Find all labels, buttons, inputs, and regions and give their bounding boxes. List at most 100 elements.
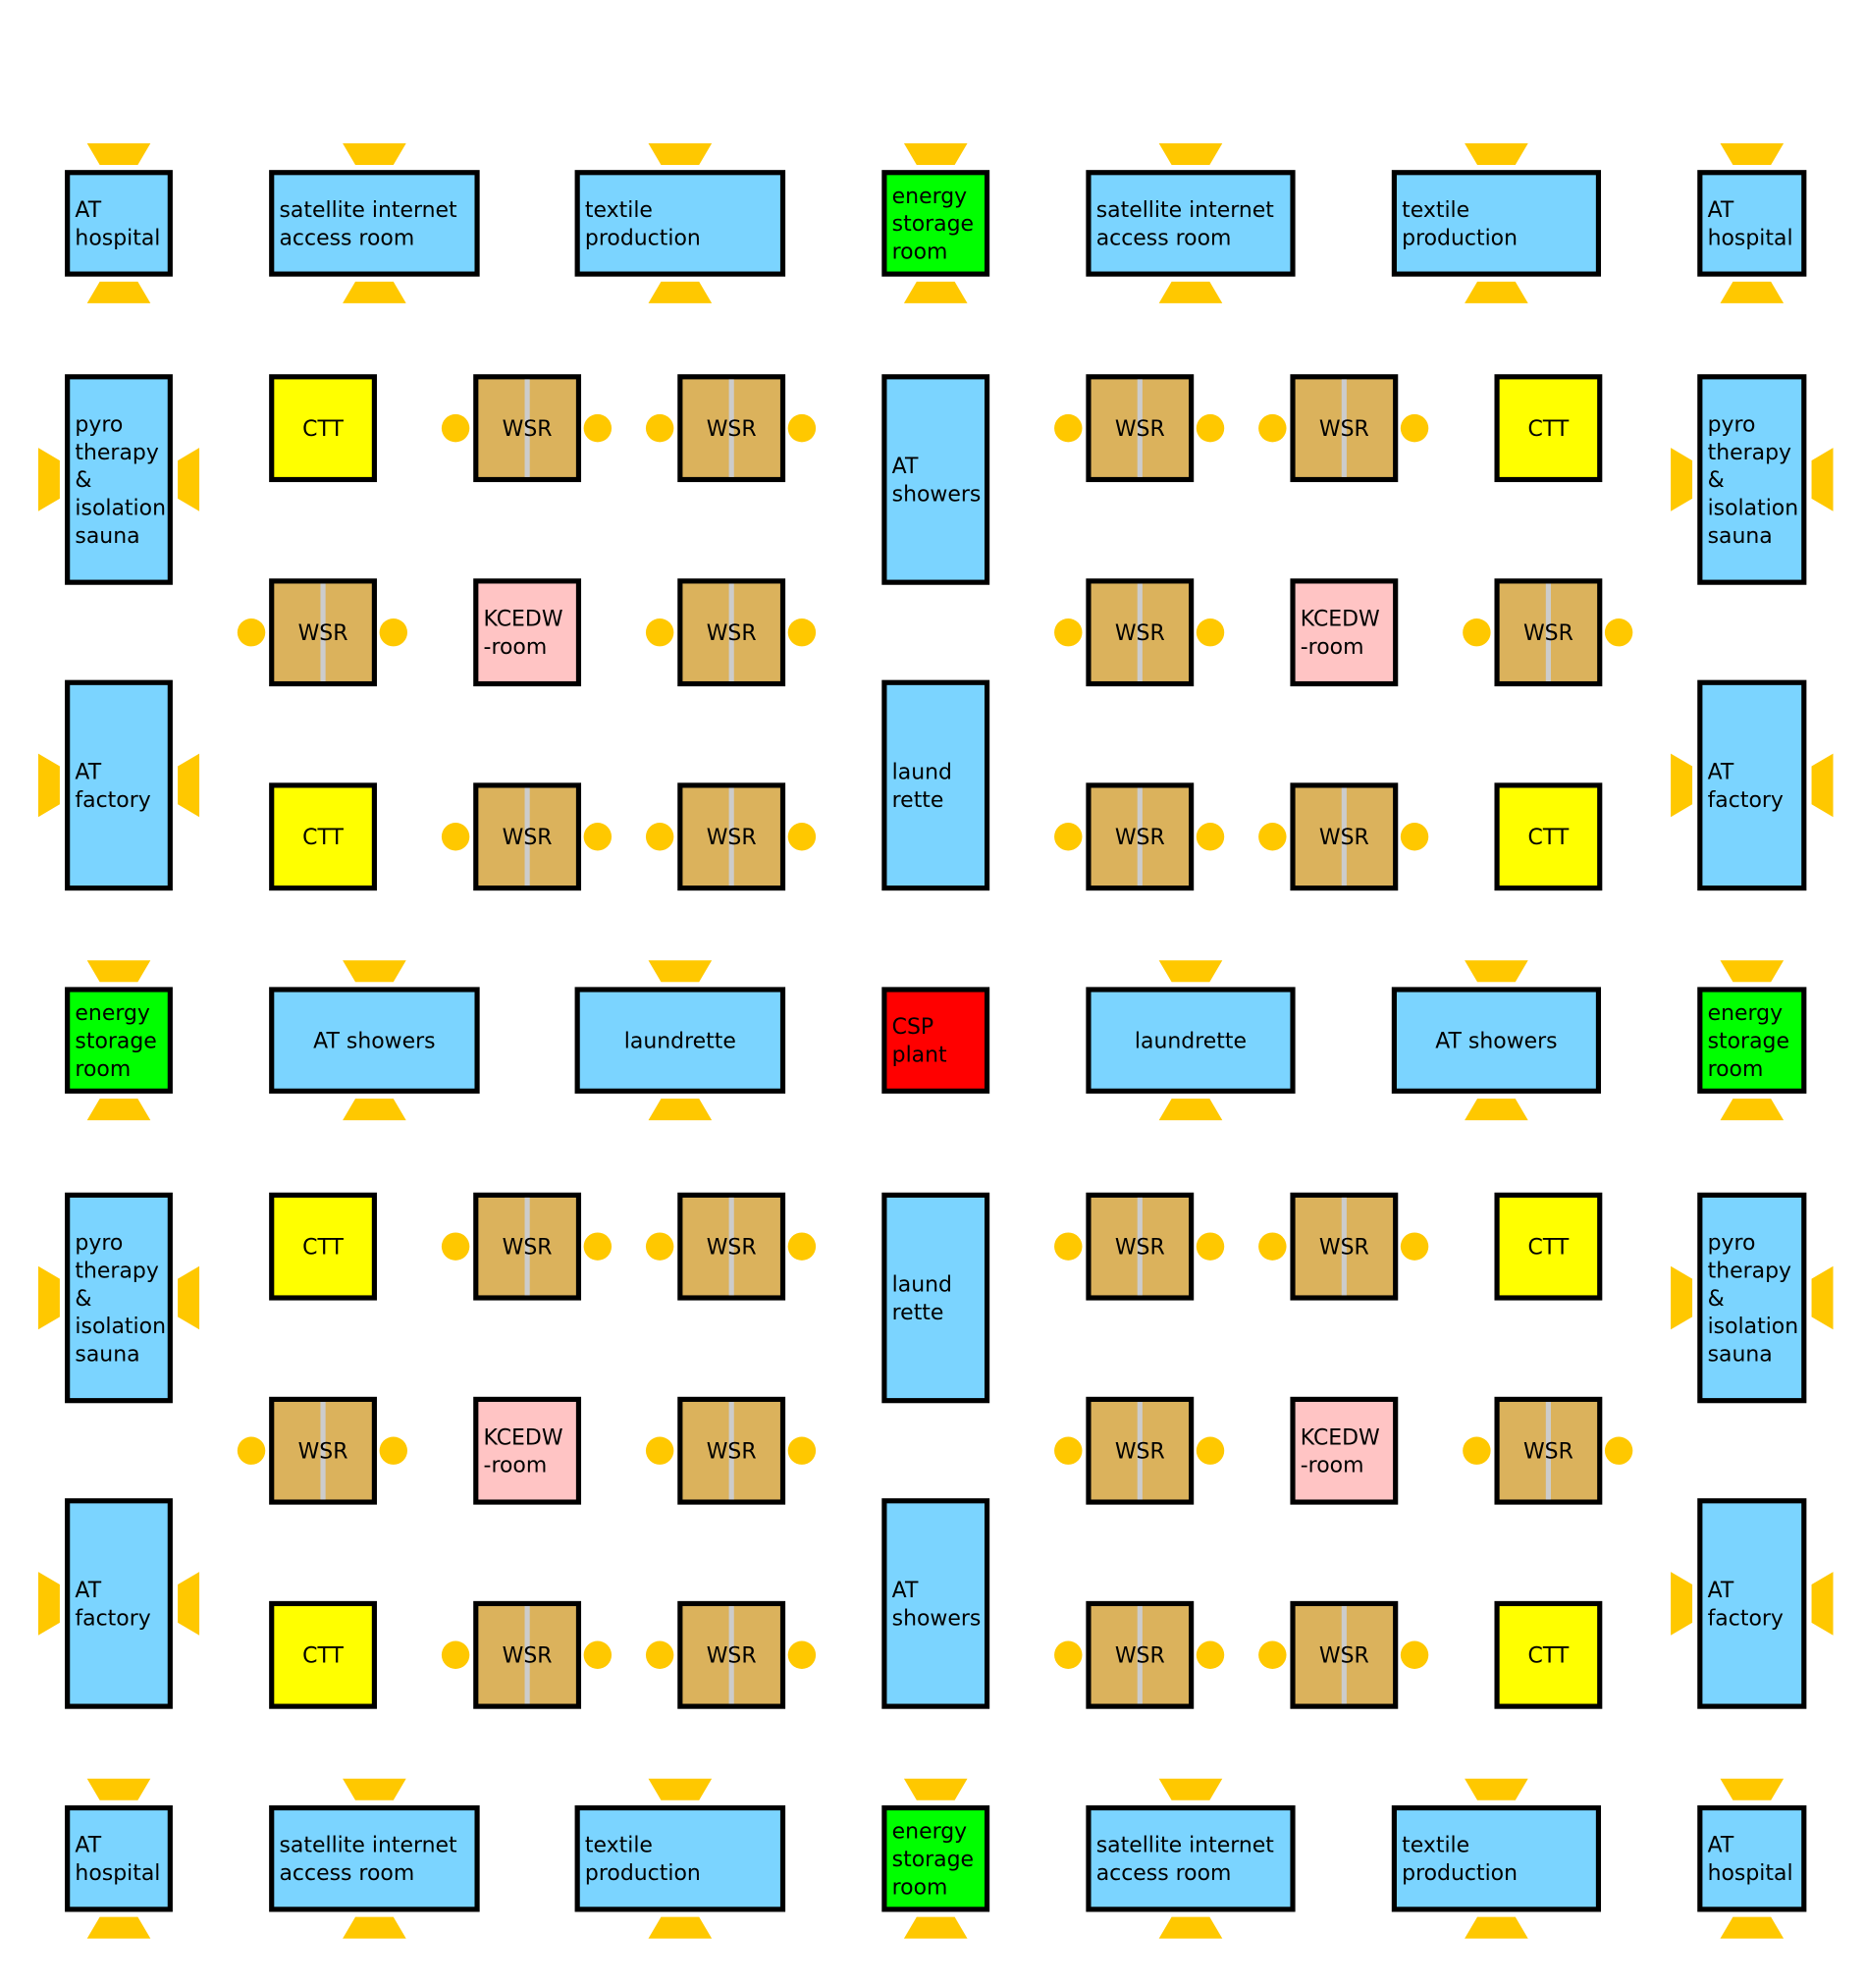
room-box (1391, 1804, 1602, 1912)
room-label-line: AT showers (313, 1029, 435, 1053)
room-wsr: WSR (441, 782, 613, 891)
door-dot-icon (645, 1232, 674, 1261)
room-label-line: CTT (1528, 826, 1570, 850)
door-dot-icon (583, 413, 613, 443)
room-label-line: & (75, 1287, 91, 1312)
door-icon (343, 960, 406, 983)
room-box (1697, 170, 1807, 277)
room-kcedw: KCEDW-room (1290, 1396, 1399, 1505)
room-label-line: KCEDW (484, 1425, 563, 1450)
room-wsr: WSR (645, 578, 817, 687)
room-label-line: storage (892, 1848, 974, 1872)
room-box (1391, 170, 1602, 277)
door-dot-icon (787, 1436, 817, 1465)
room-wsr: WSR (1054, 782, 1225, 891)
room-label-line: laund (892, 1273, 952, 1298)
room-label-line: CTT (1528, 417, 1570, 442)
room-box (1494, 374, 1603, 483)
room-label: WSR (1319, 417, 1369, 442)
room-label: AT hospital (1708, 198, 1793, 250)
room-label-line: energy (1708, 1001, 1784, 1026)
door-dot-icon (237, 618, 266, 647)
door-icon (1671, 1572, 1693, 1636)
room-label-line: WSR (707, 1235, 757, 1260)
room-label-line: factory (1708, 1606, 1784, 1631)
room-label: CTT (302, 1644, 344, 1669)
room-label-line: WSR (1319, 1644, 1369, 1669)
door-icon (1720, 1916, 1785, 1939)
door-dot-icon (645, 823, 674, 851)
room-label: WSR (503, 417, 553, 442)
room-label-line: factory (75, 1606, 150, 1631)
room-box (881, 1498, 990, 1709)
room-label-line: AT showers (1435, 1029, 1557, 1053)
room-label-line: satellite internet (279, 198, 457, 223)
room-box (881, 987, 990, 1094)
room-label-line: access room (1096, 1861, 1232, 1886)
room-wsr: WSR (1463, 1396, 1633, 1505)
room-label-line: AT (1708, 760, 1734, 784)
room-label-line: hospital (1708, 226, 1793, 250)
door-icon (1720, 960, 1785, 983)
room-box (1494, 1600, 1603, 1709)
door-icon (37, 448, 60, 511)
door-dot-icon (441, 823, 470, 851)
room-label: WSR (1115, 417, 1165, 442)
door-dot-icon (1604, 1436, 1633, 1465)
room-label-line: CSP (892, 1015, 934, 1040)
room-label-line: isolation (75, 497, 166, 521)
room-label-line: production (1402, 1861, 1518, 1886)
room-label-line: production (585, 1861, 701, 1886)
room-box (1697, 1498, 1807, 1709)
room-laundrette-wide: laundrette (574, 960, 786, 1121)
room-label-line: laund (892, 760, 952, 784)
room-ctt: CTT (1494, 374, 1603, 483)
room-wsr: WSR (1463, 578, 1633, 687)
room-wsr: WSR (441, 374, 613, 483)
room-label: KCEDW-room (484, 608, 563, 660)
room-label: WSR (1319, 1235, 1369, 1260)
room-label-line: showers (892, 482, 982, 507)
door-dot-icon (1400, 1232, 1429, 1261)
room-box (65, 1804, 173, 1912)
room-label-line: AT (1708, 1579, 1734, 1603)
room-ctt: CTT (1494, 1600, 1603, 1709)
room-box (1697, 987, 1807, 1094)
door-dot-icon (645, 1640, 674, 1669)
room-label: KCEDW-room (484, 1425, 563, 1478)
room-label: CTT (1528, 417, 1570, 442)
room-wsr: WSR (1258, 1600, 1429, 1709)
room-label-line: CTT (1528, 1235, 1570, 1260)
room-label-line: WSR (503, 1644, 553, 1669)
room-label-line: pyro (75, 412, 123, 437)
door-dot-icon (1400, 1640, 1429, 1669)
room-label-line: CTT (302, 1235, 344, 1260)
room-box (574, 170, 786, 277)
door-dot-icon (237, 1436, 266, 1465)
room-label-line: AT (1708, 198, 1734, 223)
room-label-line: WSR (707, 621, 757, 646)
room-wsr: WSR (645, 374, 817, 483)
door-icon (343, 1778, 406, 1800)
room-label-line: production (1402, 226, 1518, 250)
room-label-line: satellite internet (279, 1834, 457, 1858)
room-label-line: room (892, 1875, 948, 1900)
room-wsr: WSR (237, 1396, 407, 1505)
room-box (1697, 1804, 1807, 1912)
door-dot-icon (1054, 618, 1083, 647)
room-box (881, 374, 990, 585)
room-label-line: CTT (1528, 1644, 1570, 1669)
door-icon (37, 1265, 60, 1330)
